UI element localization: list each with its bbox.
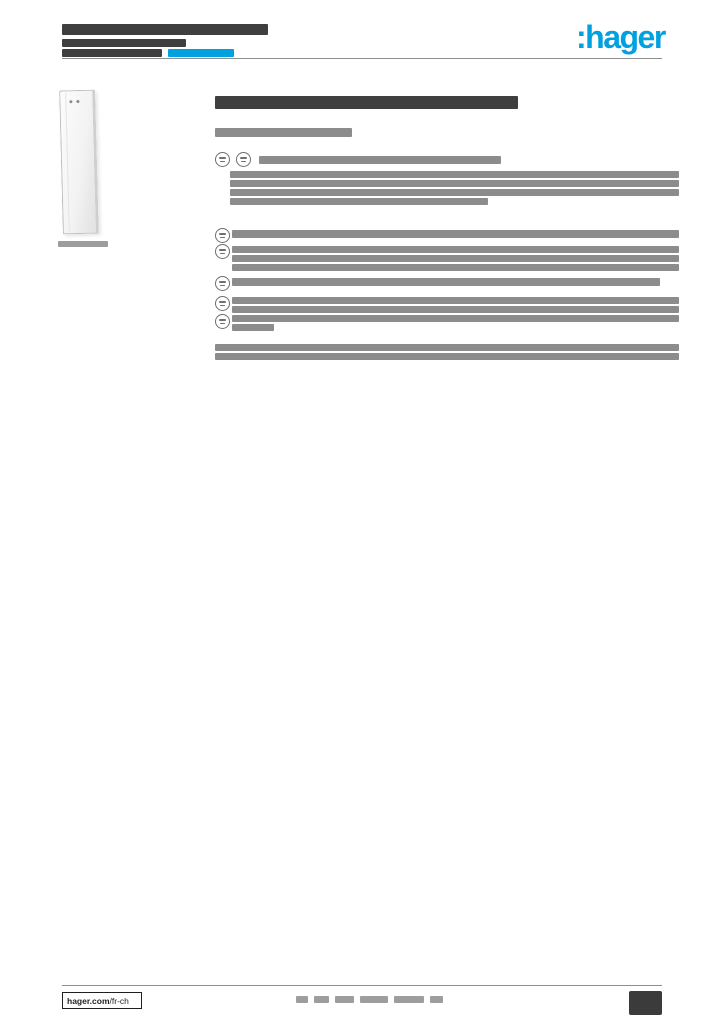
- paragraph-line: [232, 324, 274, 331]
- product-title: [215, 96, 518, 109]
- footer-info-item: [394, 996, 424, 1003]
- feature-icon: [215, 296, 230, 311]
- paragraph-line: [215, 344, 679, 351]
- hager-logo: :hager: [576, 19, 666, 55]
- footer-website-path: /fr-ch: [109, 995, 129, 1006]
- footer-divider: [62, 985, 662, 986]
- product-caption: [58, 241, 108, 247]
- paragraph-line: [230, 189, 679, 196]
- device-indicator-dot: [69, 100, 73, 104]
- feature-icon: [215, 244, 230, 259]
- header-divider: [62, 58, 662, 59]
- footer-website-domain: hager.com: [67, 995, 110, 1006]
- footer-website-link[interactable]: hager.com/fr-ch: [62, 992, 142, 1009]
- doc-title-line-1: [62, 24, 268, 35]
- footer-info-item: [335, 996, 354, 1003]
- feature-icon: [236, 152, 251, 167]
- feature-heading-line: [259, 156, 501, 164]
- product-subtitle: [215, 128, 352, 137]
- paragraph-line: [232, 246, 679, 253]
- footer-page-badge: [629, 991, 662, 1015]
- feature-icon: [215, 276, 230, 291]
- paragraph-line: [232, 297, 679, 304]
- paragraph-line: [230, 198, 488, 205]
- paragraph-line: [215, 353, 679, 360]
- feature-icon: [215, 314, 230, 329]
- paragraph-line: [232, 264, 679, 271]
- footer-info-item: [314, 996, 329, 1003]
- feature-text-line: [232, 278, 660, 286]
- feature-text-line: [232, 230, 679, 238]
- footer-info-item: [430, 996, 443, 1003]
- paragraph-line: [232, 306, 679, 313]
- doc-title-line-3: [62, 49, 162, 57]
- doc-title-line-2: [62, 39, 186, 47]
- doc-reference-highlight: [168, 49, 234, 57]
- footer-info-item: [360, 996, 388, 1003]
- footer-info-item: [296, 996, 308, 1003]
- product-image: [59, 89, 99, 235]
- device-seam-line: [65, 93, 70, 232]
- feature-icon: [215, 152, 230, 167]
- paragraph-line: [230, 171, 679, 178]
- paragraph-line: [230, 180, 679, 187]
- paragraph-line: [232, 315, 679, 322]
- device-indicator-dot: [76, 99, 80, 104]
- paragraph-line: [232, 255, 679, 262]
- feature-icon: [215, 228, 230, 243]
